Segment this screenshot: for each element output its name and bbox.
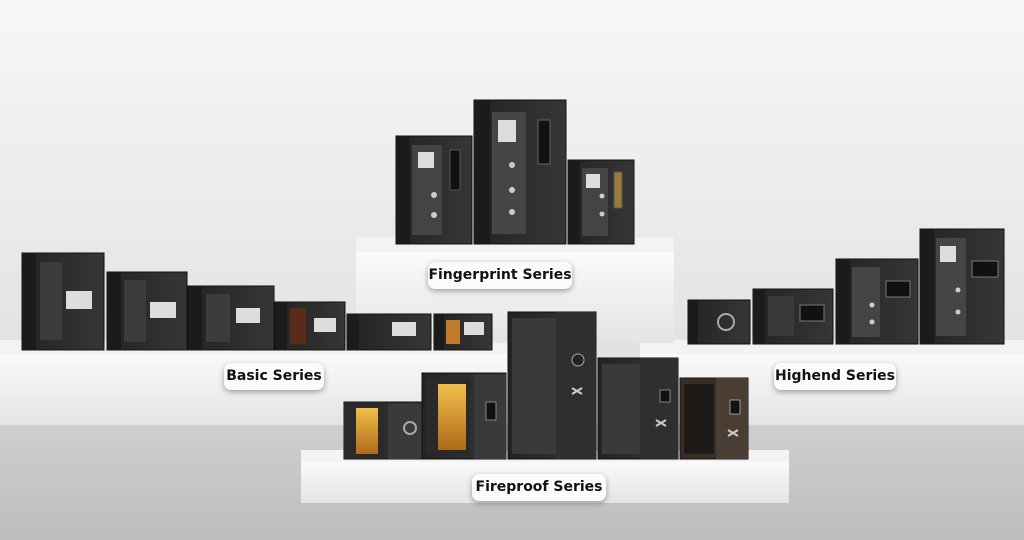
basic-safe-2 — [106, 271, 188, 351]
highend-safe-4 — [919, 228, 1005, 345]
highend-safe-3 — [835, 258, 919, 345]
fireproof-series-label[interactable]: Fireproof Series — [472, 474, 606, 501]
basic-series-label[interactable]: Basic Series — [224, 363, 324, 390]
fireproof-safe-3 — [507, 311, 597, 460]
basic-safe-4 — [274, 301, 346, 351]
fingerprint-safe-1 — [395, 135, 473, 245]
basic-safe-5 — [346, 313, 432, 351]
fingerprint-safe-3 — [567, 159, 635, 245]
fireproof-safe-4 — [597, 357, 679, 460]
fireproof-safe-5 — [679, 377, 749, 460]
highend-safe-2 — [752, 288, 834, 345]
highend-safe-1 — [687, 299, 751, 345]
fingerprint-safe-2 — [473, 99, 567, 245]
basic-safe-6 — [433, 313, 493, 351]
fireproof-safe-2 — [421, 372, 507, 460]
basic-safe-3 — [187, 285, 275, 351]
basic-safe-1 — [21, 252, 105, 351]
highend-series-label[interactable]: Highend Series — [774, 363, 896, 390]
fingerprint-series-label[interactable]: Fingerprint Series — [428, 262, 572, 289]
fireproof-safe-1 — [343, 401, 423, 460]
